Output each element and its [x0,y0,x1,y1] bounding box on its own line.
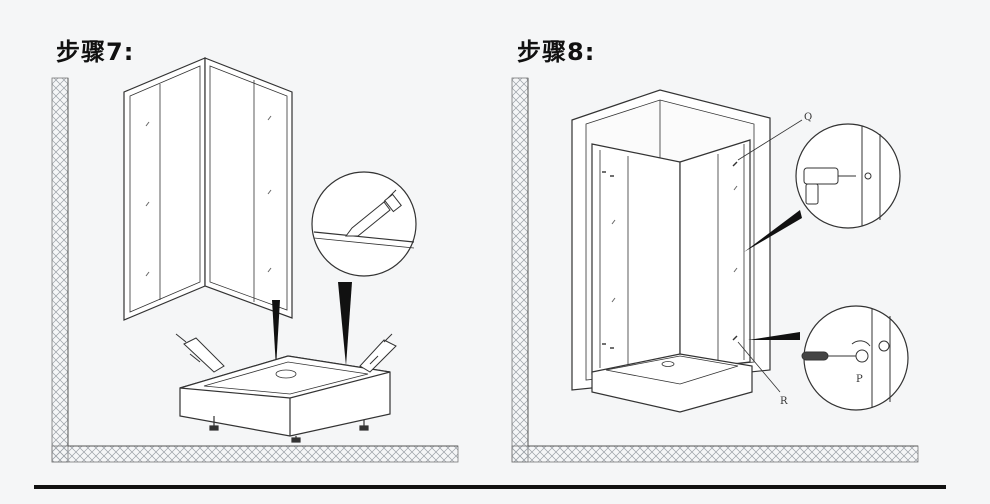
step8-installed-enclosure [571,89,771,413]
step7-wall-corner [51,77,459,463]
caulk-gun-icon [345,189,402,237]
label-r: R [780,396,788,407]
label-q: Q [804,112,812,123]
step8-title: 步骤8: [517,38,596,66]
bottom-divider [34,485,946,489]
screwdriver-icon [801,340,890,363]
step7-enclosure-frame [123,57,293,321]
label-p: P [856,374,863,385]
step8-detail-screwdriver [801,305,909,411]
drill-icon [803,167,872,205]
step7-title: 步骤7: [56,38,135,66]
step7-shower-tray [179,355,391,443]
step7-detail-magnifier [311,171,417,277]
caulk-gun-right-icon [359,333,397,373]
caulk-gun-left-icon [175,333,225,373]
step8-detail-drill [795,123,901,229]
step7-arrows [272,282,352,368]
step8-callout-wedges [744,210,802,340]
step8-leaders [737,119,803,393]
step8-wall-corner [511,77,919,463]
